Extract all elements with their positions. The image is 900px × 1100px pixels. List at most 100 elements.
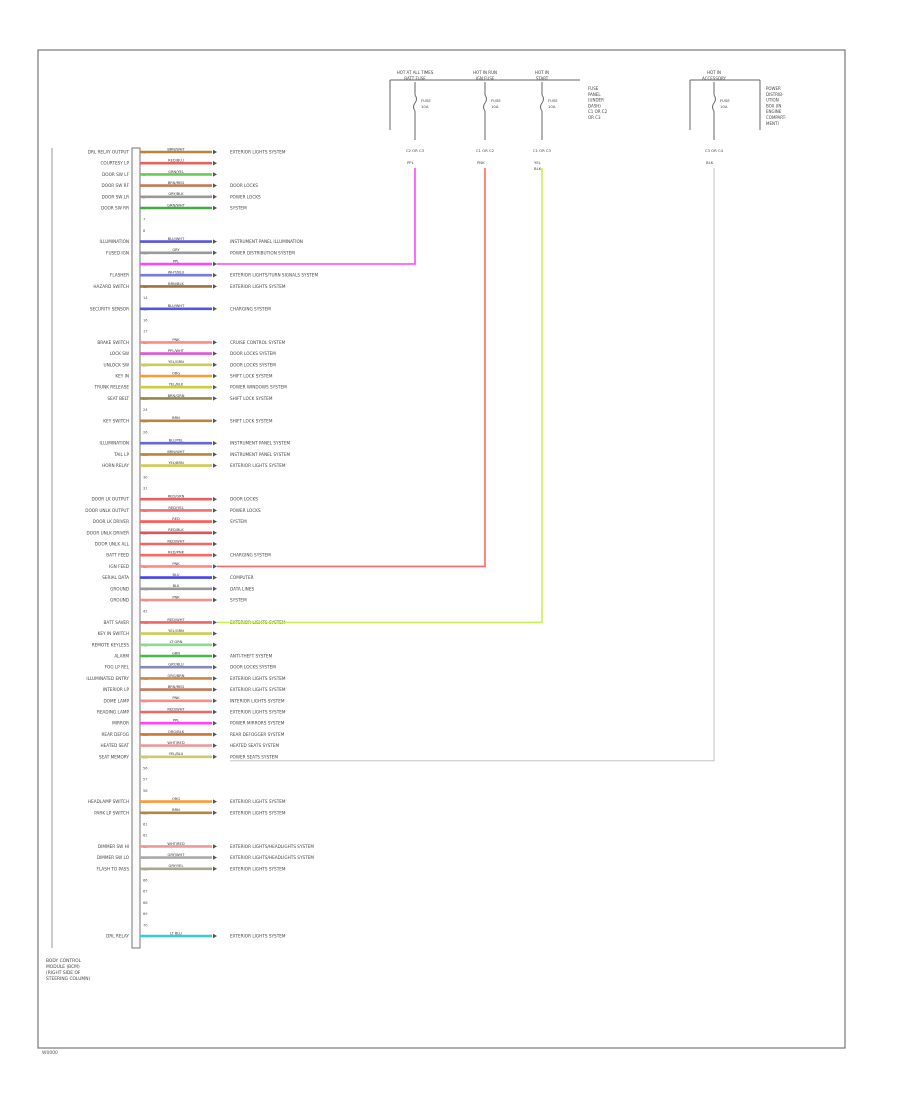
fuse-block-title: HOT IN RUN [473, 70, 497, 75]
pin-number: 57 [143, 778, 148, 782]
connector-arrow-icon [213, 250, 217, 255]
connector-arrow-icon [213, 261, 217, 267]
destination-label: DOOR LOCKS SYSTEM [230, 665, 276, 670]
wire-color-label: BRN [172, 416, 180, 420]
pin-row: 14 [143, 296, 148, 300]
pin-row: 11PPL [140, 259, 217, 267]
footer-code: W0000 [42, 1050, 58, 1056]
start-feed-route [217, 168, 543, 624]
fuse-note-line: POWER [766, 86, 781, 91]
pin-number: 58 [143, 789, 148, 793]
destination-label: SHIFT LOCK SYSTEM [230, 374, 273, 379]
fuse-rating: FUSE [491, 98, 501, 103]
pin-signal-label: FLASHER [110, 273, 129, 278]
fuse-block-title: HOT IN [707, 70, 721, 75]
pin-number: 69 [143, 912, 148, 916]
pin-signal-label: HEATED SEAT [101, 743, 130, 748]
fuse-rating: 10A [491, 104, 499, 109]
pin-signal-label: SECURITY SENSOR [90, 306, 129, 311]
fuse-block-title: START [536, 76, 549, 81]
pin-signal-label: HEADLAMP SWITCH [88, 799, 129, 804]
destination-label: EXTERIOR LIGHTS SYSTEM [230, 710, 286, 715]
wire-color-label: BRN/BLK [168, 282, 184, 286]
pin-row: 8 [143, 229, 146, 233]
destination-label: EXTERIOR LIGHTS SYSTEM [230, 463, 286, 468]
connector-arrow-icon [213, 172, 217, 177]
pin-row: 58 [143, 789, 148, 793]
connector-arrow-icon [213, 362, 217, 367]
fuse-block-title: HOT IN [535, 70, 549, 75]
wire-color-label: RED/WHT [167, 707, 185, 711]
routes-layer [217, 168, 715, 762]
pin-signal-label: ILLUMINATED ENTRY [86, 676, 129, 681]
destination-label: REAR DEFOGGER SYSTEM [230, 732, 285, 737]
fuse-connector-label: C2 OR C3 [406, 148, 425, 153]
pin-signal-label: SEAT BELT [107, 396, 129, 401]
pin-signal-label: DOOR SW RR [101, 206, 129, 211]
fuse-note-line: MENT) [766, 121, 779, 126]
pin-signal-label: ILLUMINATION [100, 441, 130, 446]
pin-number: 17 [143, 330, 148, 334]
connector-arrow-icon [213, 441, 217, 446]
wire-color-label: BLK [173, 584, 180, 588]
pin-row: 67 [143, 890, 148, 894]
wire-color-label: LT GRN [170, 640, 183, 644]
connector-arrow-icon [213, 149, 217, 155]
pin-row: 61 [143, 823, 148, 827]
connector-arrow-icon [213, 273, 217, 278]
bcm-connector-body [131, 147, 141, 949]
wire-color-label: BRN/RED [168, 181, 185, 185]
connector-arrow-icon [213, 687, 217, 692]
destination-label: EXTERIOR LIGHTS/HEADLIGHTS SYSTEM [230, 844, 314, 849]
destination-label: SYSTEM [230, 598, 247, 603]
pin-signal-label: BRAKE SWITCH [97, 340, 129, 345]
wire-color-label: ORG/BRN [168, 674, 185, 678]
connector-arrow-icon [213, 709, 217, 715]
connector-arrow-icon [213, 631, 217, 636]
wire-color-label: BLU [173, 573, 180, 577]
destination-label: EXTERIOR LIGHTS SYSTEM [230, 150, 286, 155]
pin-row: 62 [143, 834, 148, 838]
wire-color-label: YEL/BLK [169, 383, 184, 387]
pin-signal-label: HAZARD SWITCH [93, 284, 129, 289]
connector-arrow-icon [213, 597, 217, 603]
destination-label: ANTI-THEFT SYSTEM [230, 654, 273, 659]
connector-arrow-icon [213, 463, 217, 468]
fuse-block-title: BATT FUSE [404, 76, 426, 81]
pin-number: 61 [143, 823, 148, 827]
fuse-connector-label: C1 OR C3 [533, 148, 552, 153]
connector-arrow-icon [213, 541, 217, 547]
pin-number: 8 [143, 229, 146, 233]
wire-color-label: RED/PNK [168, 551, 185, 555]
pin-signal-label: REMOTE KEYLESS [92, 642, 130, 647]
pin-row: 70 [143, 923, 148, 927]
wire-color-label: GRY/YEL [169, 864, 184, 868]
pin-signal-label: KEY SWITCH [103, 418, 129, 423]
pin-signal-label: INTERIOR LP [103, 687, 130, 692]
wire-color-label: PPL [173, 259, 179, 263]
wire-color-label: LT BLU [170, 931, 182, 935]
destination-label: POWER DISTRIBUTION SYSTEM [230, 250, 295, 255]
destination-label: EXTERIOR LIGHTS SYSTEM [230, 687, 286, 692]
destination-label: SYSTEM [230, 206, 247, 211]
destination-label: INSTRUMENT PANEL ILLUMINATION [230, 239, 303, 244]
destination-label: DOOR LOCKS [230, 497, 258, 502]
wire-color-label: PNK [172, 595, 180, 599]
